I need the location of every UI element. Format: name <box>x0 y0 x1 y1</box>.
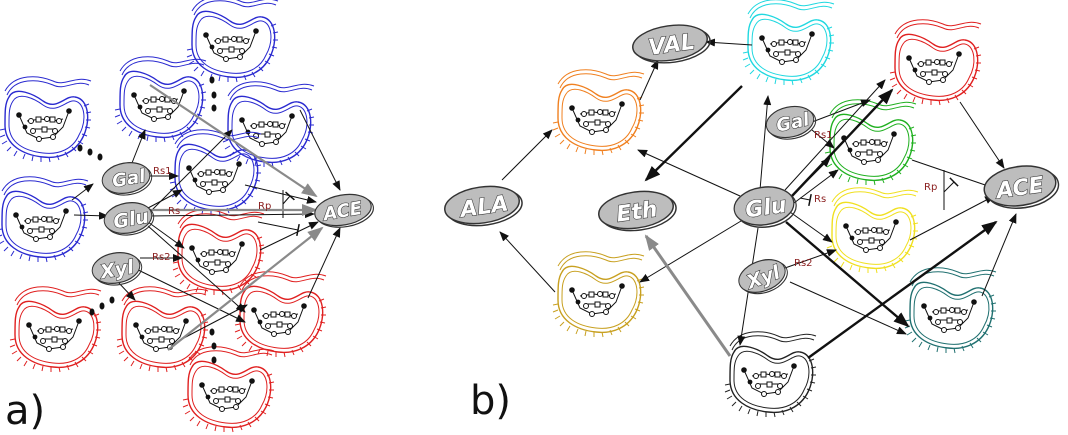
glu-label: Glu <box>112 206 151 234</box>
bacterium-cell-icon <box>552 251 645 338</box>
bacterium-cell-icon <box>724 331 817 418</box>
metabolite-glu: Glu <box>101 198 157 240</box>
gal-label: Gal <box>111 166 148 193</box>
rate-b-rs2: Rs2 <box>794 258 813 269</box>
bacterium-cell-icon <box>904 267 997 354</box>
metabolite-glu: Glu <box>730 182 800 232</box>
rate-b-rp: Rp <box>924 182 937 193</box>
bacterium-cell-icon <box>826 187 919 274</box>
rate-rs: Rs <box>168 206 180 217</box>
rate-b-rs: Rs <box>814 194 826 205</box>
rate-rp: Rp <box>258 201 271 212</box>
xyl-label: Xyl <box>98 256 136 284</box>
metabolite-xyl: Xyl <box>733 252 793 301</box>
bacterium-cell-icon <box>552 69 645 156</box>
glu-b-label: Glu <box>744 193 788 223</box>
bacterium-cell-icon <box>889 19 982 106</box>
metabolite-val: VAL <box>629 19 714 69</box>
panel-a: Gal Glu Xyl ACE Rs1 Rs Rs2 Rp a) <box>0 0 377 434</box>
bacterium-cell-icon <box>742 0 835 86</box>
rate-b-rs1: Rs1 <box>814 130 833 141</box>
bacterium-cell-icon <box>222 81 315 168</box>
bacterium-cell-icon <box>0 76 92 163</box>
metabolite-ace: ACE <box>980 160 1062 214</box>
metabolite-gal: Gal <box>99 158 155 200</box>
bacterium-cell-icon <box>0 176 89 263</box>
rate-rs1: Rs1 <box>153 166 172 177</box>
ace-b-label: ACE <box>993 173 1046 205</box>
metabolite-eth: Eth <box>595 185 680 237</box>
bacterium-cell-icon <box>182 346 275 433</box>
bacterium-cell-icon <box>186 0 279 83</box>
bacterium-cell-icon <box>169 129 262 216</box>
panel-b-label: b) <box>470 378 511 424</box>
metabolite-ace: ACE <box>311 189 377 233</box>
bacterium-cell-icon <box>114 56 207 143</box>
panel-b: VAL ALA Eth Glu Gal Xyl ACE Rs1 Rs Rs2 R… <box>441 0 1062 424</box>
bacterium-cell-icon <box>9 286 102 373</box>
bacterium-cell-icon <box>172 209 265 296</box>
rate-rs2: Rs2 <box>152 252 171 263</box>
metabolite-gal: Gal <box>762 101 820 145</box>
panel-a-label: a) <box>5 388 45 434</box>
bacterium-cell-icon <box>234 271 327 358</box>
metabolite-xyl: Xyl <box>89 248 145 290</box>
metabolite-ala: ALA <box>441 180 526 232</box>
